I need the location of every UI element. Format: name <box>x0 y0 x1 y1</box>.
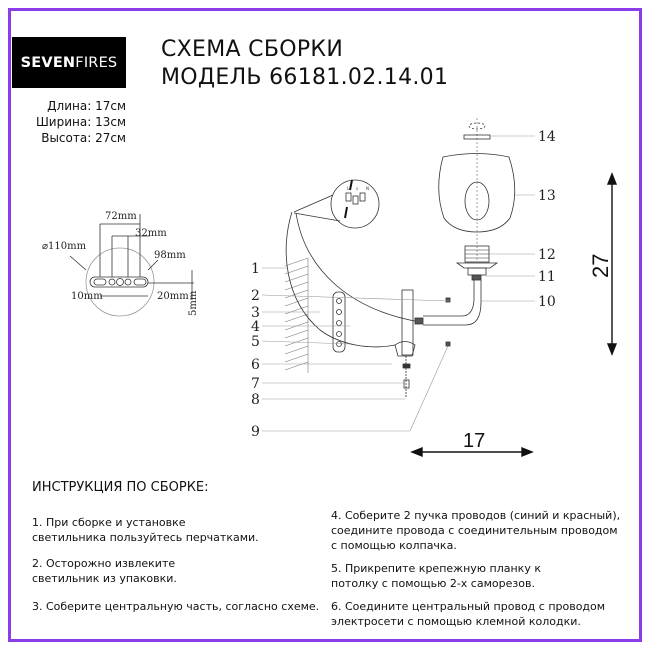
title-line-1: СХЕМА СБОРКИ <box>161 37 344 62</box>
dim-5: 5mm <box>188 290 199 316</box>
part-number-10: 10 <box>538 294 556 310</box>
step-line: 3. Соберите центральную часть, согласно … <box>32 600 320 613</box>
bracket <box>401 289 414 356</box>
dim-72: 72mm <box>105 211 137 222</box>
step-line: потолку с помощью 2-х саморезов. <box>331 577 535 590</box>
part-number-9: 9 <box>251 424 260 440</box>
step-line: с помощью колпачка. <box>331 539 457 552</box>
mount-plate-detail: 72mm 32mm ⌀110mm 98mm 10mm 20mm 5mm <box>42 211 199 317</box>
height-text: Высота: 27см <box>41 131 126 145</box>
title-line-2: МОДЕЛЬ 66181.02.14.01 <box>161 65 449 90</box>
page-frame <box>8 8 642 642</box>
part-number-2: 2 <box>251 288 260 304</box>
instruction-step-4: 4. Соберите 2 пучка проводов (синий и кр… <box>331 508 620 553</box>
part-number-5: 5 <box>251 334 260 350</box>
dim-20: 20mm <box>157 291 189 302</box>
page-title: СХЕМА СБОРКИ МОДЕЛЬ 66181.02.14.01 <box>161 36 448 92</box>
part-number-1: 1 <box>251 261 260 277</box>
terminal-magnifier <box>330 179 380 229</box>
step-line: соедините провода с соединительным прово… <box>331 524 618 537</box>
width-text: Ширина: 13см <box>35 115 126 129</box>
part-number-6: 6 <box>251 357 260 373</box>
instruction-step-2: 2. Осторожно извлеките светильник из упа… <box>32 556 177 586</box>
dim-diameter: ⌀110mm <box>42 241 87 252</box>
dim-98: 98mm <box>154 250 186 261</box>
part-number-13: 13 <box>538 188 556 204</box>
socket-flange <box>455 262 499 269</box>
step-line: светильника пользуйтесь перчатками. <box>32 531 259 544</box>
glass-shade <box>438 153 516 233</box>
wire-curve <box>285 211 396 348</box>
height-arrow <box>606 172 618 356</box>
instruction-step-5: 5. Прикрепите крепежную планку к потолку… <box>331 561 541 591</box>
step-line: электросети с помощью клемной колодки. <box>331 615 581 628</box>
step-line: 5. Прикрепите крепежную планку к <box>331 562 541 575</box>
arm-tube <box>423 280 475 317</box>
instruction-step-1: 1. При сборке и установке светильника по… <box>32 515 259 545</box>
terminal-ground: ⏚ <box>355 185 359 191</box>
dim-10: 10mm <box>71 291 103 302</box>
nut <box>467 267 487 276</box>
part-number-14: 14 <box>538 129 556 145</box>
step-line: 2. Осторожно извлеките <box>32 557 176 570</box>
length-text: Длина: 17см <box>47 99 126 113</box>
part-number-8: 8 <box>251 392 260 408</box>
dim-32: 32mm <box>135 228 167 239</box>
step-line: 6. Соедините центральный провод с провод… <box>331 600 606 613</box>
logo-light: FIRES <box>75 54 118 71</box>
part-number-11: 11 <box>538 269 556 285</box>
leader-lines <box>261 135 535 432</box>
length-arrow <box>410 446 534 458</box>
height-label: 27 <box>588 254 613 278</box>
terminal-n: N <box>366 186 369 191</box>
step-line: 1. При сборке и установке <box>32 516 186 529</box>
step-line: светильник из упаковки. <box>32 572 177 585</box>
part-number-4: 4 <box>251 319 260 335</box>
arm-curve <box>295 212 421 323</box>
part-number-12: 12 <box>538 247 556 263</box>
part-number-7: 7 <box>251 376 260 392</box>
wall-plate <box>332 291 346 353</box>
logo-bold: SEVEN <box>20 54 76 71</box>
top-cap <box>463 134 491 140</box>
step-line: 4. Соберите 2 пучка проводов (синий и кр… <box>331 509 621 522</box>
instruction-step-3: 3. Соберите центральную часть, согласно … <box>32 599 319 614</box>
instruction-step-6: 6. Соедините центральный провод с провод… <box>331 599 605 629</box>
dimensions-block: Длина: 17см Ширина: 13см Высота: 27см <box>14 98 126 146</box>
part-number-3: 3 <box>251 305 260 321</box>
terminal-l: L <box>347 186 350 191</box>
instructions-heading: ИНСТРУКЦИЯ ПО СБОРКЕ: <box>32 480 209 495</box>
length-label: 17 <box>463 430 485 452</box>
